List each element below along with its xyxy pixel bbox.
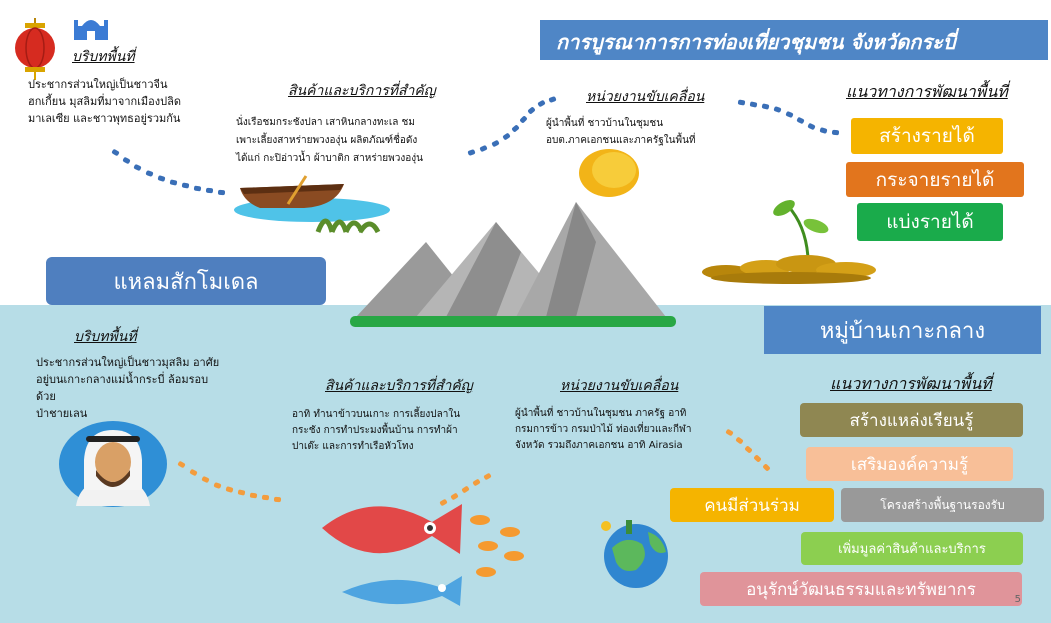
top-agencies-heading: หน่วยงานขับเคลื่อน	[586, 89, 705, 105]
bottom-context-text: ประชากรส่วนใหญ่เป็นชาวมุสลิม อาศัย อยู่บ…	[36, 354, 246, 422]
mosque-icon	[74, 20, 108, 40]
guideline-value-add: เพิ่มมูลค่าสินค้าและบริการ	[801, 532, 1023, 565]
connector-dash	[831, 129, 840, 136]
text-line: อาทิ ทำนาข้าวบนเกาะ การเลี้ยงปลาใน	[292, 409, 461, 420]
globe-icon	[601, 520, 668, 588]
connector-dash	[819, 127, 828, 134]
connector-dash	[537, 99, 546, 108]
connector-dash	[181, 182, 190, 189]
lantern-icon	[15, 18, 55, 80]
guideline-infrastructure: โครงสร้างพื้นฐานรองรับ	[841, 488, 1044, 522]
top-guidelines-heading: แนวทางการพัฒนาพื้นที่	[846, 82, 1008, 101]
text-line: ผู้นำพื้นที่ ชาวบ้านในชุมชน ภาครัฐ อาทิ	[515, 408, 687, 419]
text-line: กรมการข้าว กรมป่าไม้ ท่องเที่ยวและกีฬา	[515, 424, 692, 435]
connector-dash	[773, 106, 782, 113]
text-line: ประชากรส่วนใหญ่เป็นชาวมุสลิม อาศัย	[36, 356, 220, 369]
text-line: ประชากรส่วนใหญ่เป็นชาวจีน	[28, 78, 168, 91]
connector-dash	[157, 175, 166, 182]
top-context-heading: บริบทพื้นที่	[72, 49, 135, 65]
bottom-agencies-text: ผู้นำพื้นที่ ชาวบ้านในชุมชน ภาครัฐ อาทิ …	[515, 406, 730, 454]
connector-dash	[761, 103, 770, 110]
guideline-distribute-income: กระจายรายได้	[846, 162, 1024, 197]
connector-dash	[749, 101, 758, 108]
connector-dash	[807, 122, 816, 131]
bottom-products-text: อาทิ ทำนาข้าวบนเกาะ การเลี้ยงปลาใน กระชั…	[292, 407, 507, 455]
connector-dash	[111, 148, 120, 157]
coins-plant-icon	[702, 200, 876, 284]
model-label: แหลมสักโมเดล	[46, 257, 326, 305]
man-avatar-icon	[59, 421, 167, 507]
text-line: กระชัง การทำประมงพื้นบ้าน การทำผ้า	[292, 425, 458, 436]
sun-icon	[579, 149, 639, 197]
text-line: ปาเต๊ะ และการทำเรือหัวโทง	[292, 441, 414, 452]
small-fish-icon	[470, 515, 524, 577]
text-line: นั่งเรือชมกระชังปลา เสาหินกลางทะเล ชม	[236, 117, 415, 128]
connector-dash	[479, 144, 488, 153]
page-number: 5	[1014, 594, 1021, 605]
page-title: การบูรณาการการท่องเที่ยวชุมชน จังหวัดกระ…	[556, 30, 956, 54]
mountain-icon	[350, 202, 676, 327]
connector-dash	[169, 179, 178, 186]
guideline-create-income: สร้างรายได้	[851, 118, 1003, 154]
guideline-participation: คนมีส่วนร่วม	[670, 488, 834, 522]
text-line: อบต.ภาคเอกชนและภาครัฐในพื้นที่	[546, 135, 696, 146]
boat-icon	[234, 175, 390, 234]
text-line: จังหวัด รวมถึงภาคเอกชน อาทิ Airasia	[515, 440, 683, 451]
top-agencies-text: ผู้นำพื้นที่ ชาวบ้านในชุมชน อบต.ภาคเอกชน…	[546, 115, 736, 149]
text-line: เพาะเลี้ยงสาหร่ายพวงองุ่น ผลิตภัณฑ์ชื่อด…	[236, 135, 418, 146]
text-line: ได้แก่ กะปิอ่าวน้ำ ผ้าบาติก สาหร่ายพวงอง…	[236, 153, 423, 164]
guideline-conservation: อนุรักษ์วัฒนธรรมและทรัพยากร	[700, 572, 1022, 606]
title-bar	[540, 20, 1048, 60]
connector-dash	[785, 110, 794, 119]
bottom-agencies-heading: หน่วยงานขับเคลื่อน	[560, 378, 679, 394]
connector-dash	[796, 116, 805, 125]
connector-dash	[737, 99, 746, 106]
connector-dash	[122, 156, 131, 165]
connector-dash	[502, 132, 511, 141]
fish-icon	[322, 504, 462, 606]
guideline-share-income: แบ่งรายได้	[857, 203, 1003, 241]
bottom-products-heading: สินค้าและบริการที่สำคัญ	[325, 378, 473, 394]
connector-dash	[511, 124, 520, 133]
village-label: หมู่บ้านเกาะกลาง	[764, 306, 1041, 354]
guideline-learning-center: สร้างแหล่งเรียนรู้	[800, 403, 1023, 437]
bottom-context-heading: บริบทพื้นที่	[74, 329, 137, 345]
connector-dash	[133, 163, 142, 172]
connector-dash	[249, 492, 258, 499]
connector-dash	[548, 95, 557, 104]
text-line: ด้วย	[36, 390, 56, 403]
connector-dash	[491, 139, 500, 148]
text-line: มาเลเซีย และชาวพุทธอยู่รวมกัน	[28, 112, 181, 125]
connector-dash	[261, 494, 270, 501]
connector-dash	[217, 189, 226, 196]
connector-dash	[519, 115, 528, 124]
connector-dash	[273, 496, 282, 503]
text-line: ป่าชายเลน	[36, 407, 88, 420]
connector-dash	[527, 106, 536, 115]
text-line: ผู้นำพื้นที่ ชาวบ้านในชุมชน	[546, 118, 664, 129]
bottom-guidelines-heading: แนวทางการพัฒนาพื้นที่	[830, 374, 992, 393]
connector-dash	[205, 187, 214, 194]
top-products-text: นั่งเรือชมกระชังปลา เสาหินกลางทะเล ชม เพ…	[236, 114, 476, 168]
top-context-text: ประชากรส่วนใหญ่เป็นชาวจีน ฮกเกี้ยน มุสลิ…	[28, 76, 228, 127]
text-line: ฮกเกี้ยน มุสลิมที่มาจากเมืองปลิด	[28, 95, 182, 108]
guideline-knowledge: เสริมองค์ความรู้	[806, 447, 1013, 481]
text-line: อยู่บนเกาะกลางแม่น้ำกระบี่ ล้อมรอบ	[36, 373, 209, 386]
connector-dash	[193, 185, 202, 192]
connector-dash	[145, 169, 154, 178]
top-products-heading: สินค้าและบริการที่สำคัญ	[288, 83, 436, 99]
